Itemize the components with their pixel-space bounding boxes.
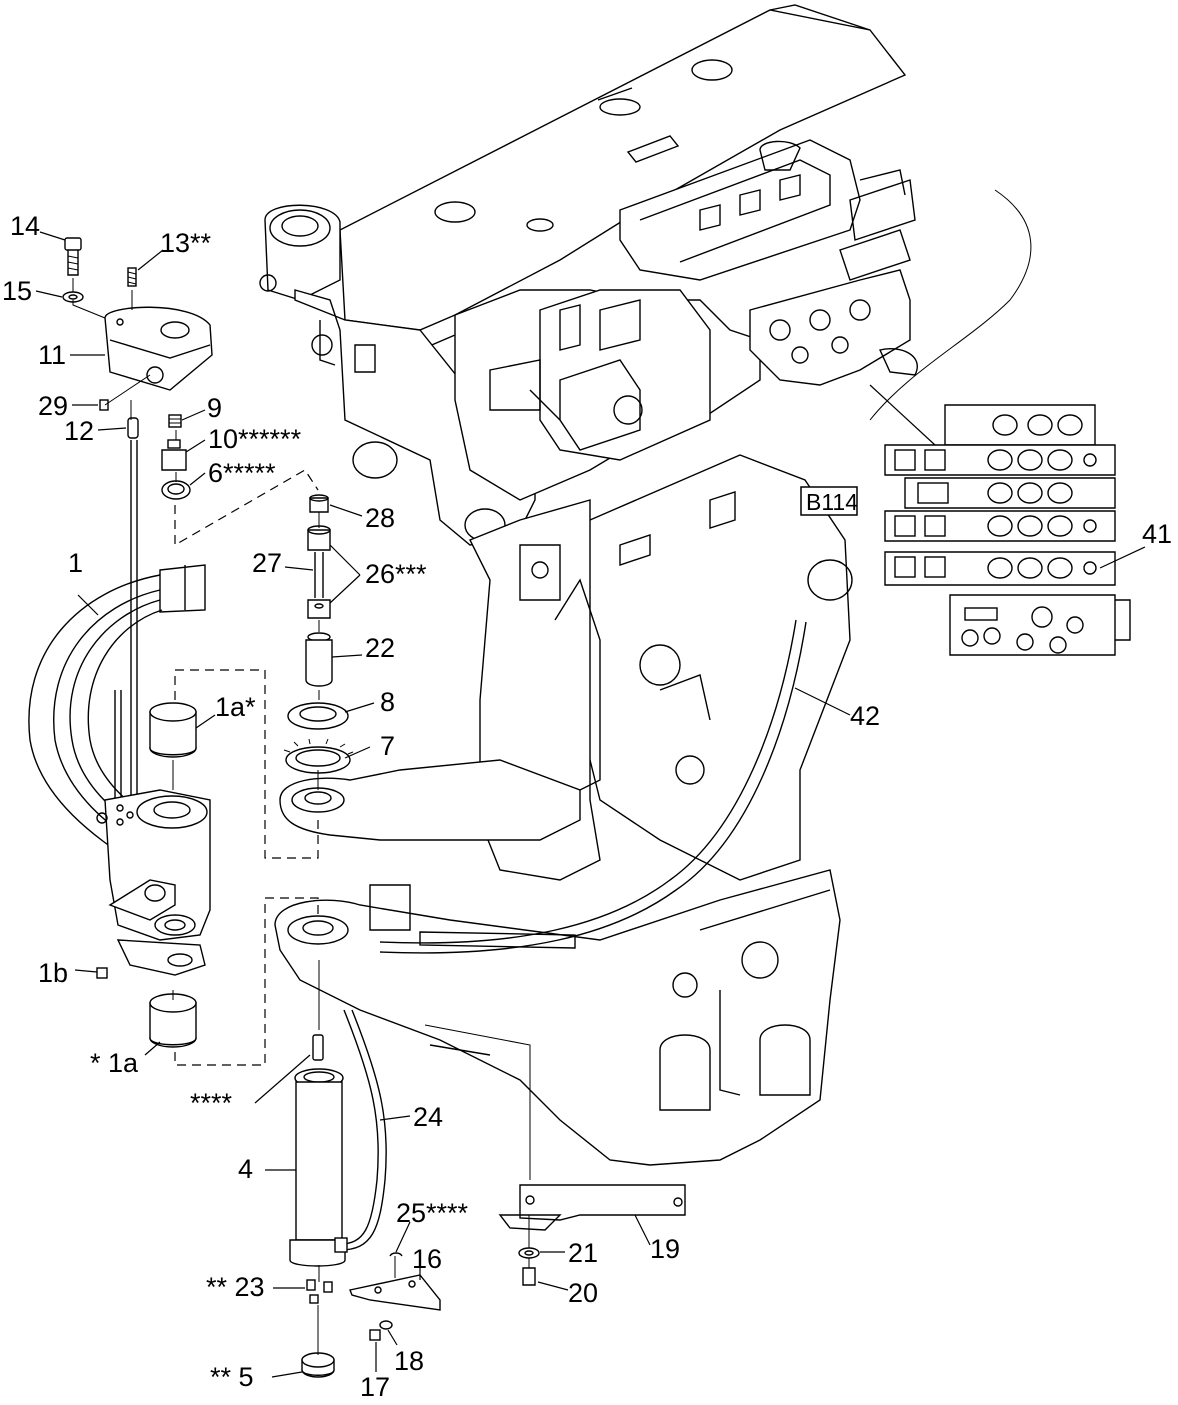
callout-1: 1: [68, 548, 83, 578]
callout-5: ** 5: [210, 1362, 254, 1392]
callout-18: 18: [394, 1346, 424, 1376]
callout-labels: 14 13** 15 11 29 12 9 10****** 6***** 28…: [2, 211, 1172, 1402]
callout-19: 19: [650, 1234, 680, 1264]
callout-7: 7: [380, 731, 395, 761]
callout-42: 42: [850, 701, 880, 731]
callout-1a-top: 1a*: [215, 692, 256, 722]
nut-8: [287, 702, 349, 730]
callout-25: 25****: [396, 1198, 469, 1228]
callout-1b: 1b: [38, 958, 68, 988]
lockwasher-7: [283, 738, 354, 774]
housing-1: [96, 789, 211, 976]
plug-28: [309, 494, 329, 513]
callout-11: 11: [38, 340, 66, 370]
screws-23: [306, 1279, 333, 1304]
callout-22: 22: [365, 633, 395, 663]
bracket-11: [104, 306, 213, 391]
assembly-lines: [72, 278, 531, 1355]
callout-28: 28: [365, 503, 395, 533]
callout-4: 4: [238, 1154, 253, 1184]
bolt-20: [522, 1267, 536, 1286]
callout-6: 6*****: [208, 458, 276, 488]
plate-19: [498, 1184, 686, 1231]
callout-41: 41: [1142, 519, 1172, 549]
callout-23: ** 23: [206, 1272, 265, 1302]
leader-lines: [35, 231, 1146, 1378]
callout-14: 14: [10, 211, 40, 241]
seal-6: [161, 480, 191, 500]
callout-1a-bottom: * 1a: [90, 1048, 139, 1078]
cylinder-22: [305, 632, 333, 687]
cap-5: [301, 1352, 335, 1378]
fitting-9: [168, 414, 182, 428]
cylinder-4: [289, 1068, 348, 1267]
callout-15: 15: [2, 276, 32, 306]
callout-16: 16: [412, 1244, 442, 1274]
washer-21: [518, 1247, 540, 1259]
fitting-10: [161, 439, 187, 471]
pin-12: [127, 417, 139, 439]
oring-25: [389, 1252, 403, 1257]
callout-13: 13**: [160, 228, 212, 258]
callout-26: 26***: [365, 559, 427, 589]
callout-24: 24: [413, 1102, 443, 1132]
svg-text:B114: B114: [806, 489, 858, 515]
screw-1b: [96, 967, 108, 979]
callout-9: 9: [207, 393, 222, 423]
callout-29: 29: [38, 391, 68, 421]
callout-27: 27: [252, 548, 282, 578]
bushing-1a-bottom: [149, 993, 197, 1048]
clamp-16: [349, 1274, 441, 1311]
pin-4stars: [312, 1034, 324, 1061]
callout-b114: B114: [800, 486, 858, 516]
control-valve-assembly: [869, 384, 1131, 656]
callout-10: 10******: [208, 424, 302, 454]
valve-26-upper: [307, 525, 331, 551]
setscrew-13: [127, 267, 137, 287]
callout-12: 12: [64, 416, 94, 446]
bushing-1a-top: [149, 702, 197, 758]
callout-20: 20: [568, 1278, 598, 1308]
valve-26-lower: [307, 599, 331, 619]
hose-24: [339, 1009, 387, 1251]
callout-17: 17: [360, 1372, 390, 1400]
hose-42: [379, 619, 807, 954]
screw-29: [99, 399, 109, 411]
valve-section-ports: [894, 414, 1097, 579]
callout-4stars: ****: [190, 1088, 233, 1118]
rod-27: [314, 552, 324, 598]
callout-21: 21: [568, 1238, 598, 1268]
bolt-14: [64, 237, 82, 276]
callout-8: 8: [380, 687, 395, 717]
main-frame: [259, 4, 1032, 1166]
bolt-17-18: [369, 1320, 393, 1341]
